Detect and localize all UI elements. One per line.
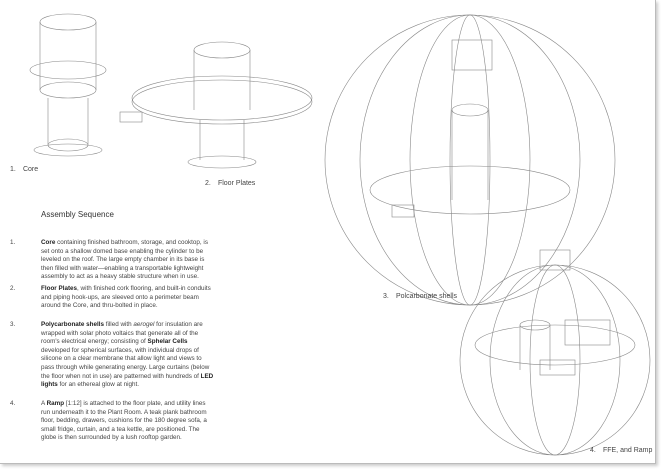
caption-floor-plates: 2. Floor Plates — [205, 180, 256, 187]
floor-plates-drawing — [119, 41, 313, 169]
step-2: 2. Floor Plates, with finished cork floo… — [10, 285, 211, 310]
step-3: 3. Polycarbonate shells filled with aero… — [10, 321, 214, 389]
step-1: 1. Core containing finished bathroom, st… — [10, 239, 208, 281]
ffe-ramp-drawing — [459, 249, 651, 456]
step-4: 4. A Ramp [1:12] is attached to the floo… — [10, 400, 207, 442]
core-drawing — [29, 13, 107, 157]
section-title: Assembly Sequence — [41, 210, 114, 219]
polycarbonate-shells-drawing — [324, 14, 616, 306]
caption-shells: 3. Polcarbonate shells — [383, 293, 458, 300]
caption-ffe-ramp: 4. FFE, and Ramp — [590, 447, 653, 454]
caption-core: 1. Core — [10, 166, 39, 173]
